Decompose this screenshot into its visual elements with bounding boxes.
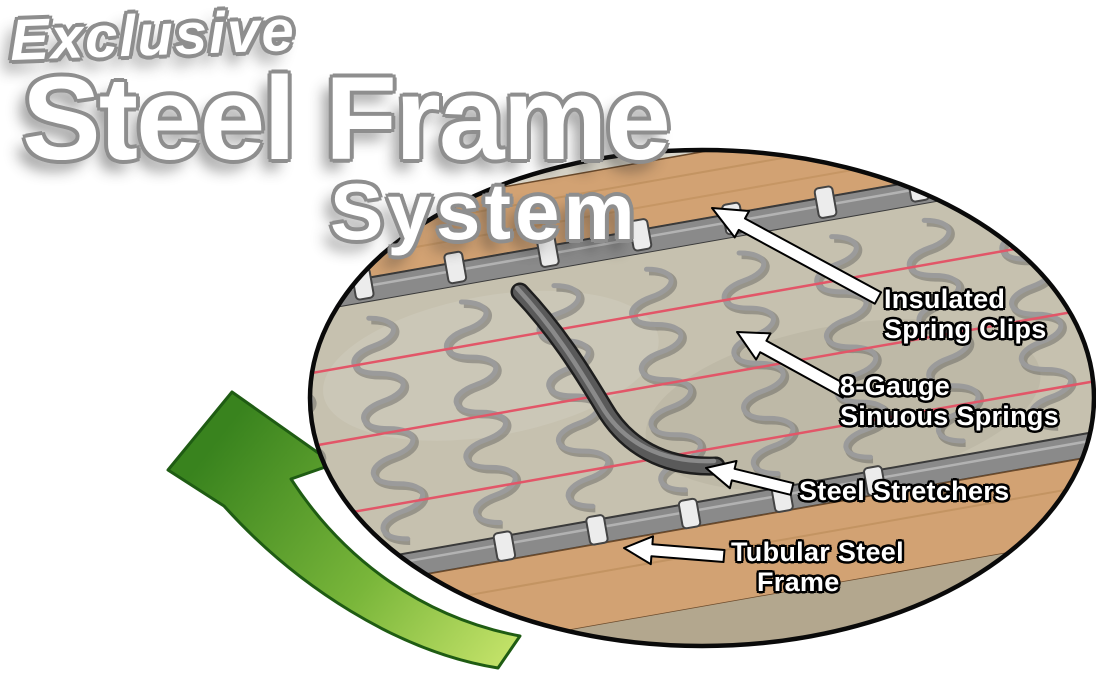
spring-clip <box>259 284 282 317</box>
arrow-to-tubular-frame <box>623 535 726 566</box>
label-insulated-spring-clips: Insulated Spring Clips <box>884 284 1047 344</box>
spring-clip <box>677 497 702 530</box>
spring-clip <box>813 185 838 219</box>
arrow-to-steel-stretcher <box>705 460 795 496</box>
wood-grain-line <box>310 150 1094 285</box>
illustration-ellipse-outline <box>307 147 1096 649</box>
label-line: Spring Clips <box>884 314 1047 344</box>
spring-clip <box>443 250 468 285</box>
arrow-to-sinuous-springs <box>736 331 851 399</box>
spring-clip <box>998 152 1023 187</box>
wood-grain-line <box>310 150 1094 309</box>
label-steel-stretchers: Steel Stretchers <box>799 476 1009 506</box>
label-8-gauge-sinuous-springs: 8-Gauge Sinuous Springs <box>840 371 1059 431</box>
steel-stretcher <box>510 282 726 476</box>
label-line: 8-Gauge <box>840 371 951 401</box>
callout-arrows <box>623 207 883 566</box>
spring-clip <box>863 465 887 497</box>
label-line: Insulated <box>884 284 1006 314</box>
label-line: Steel Stretchers <box>799 476 1010 506</box>
spring-clip <box>536 234 560 268</box>
label-line: Tubular Steel <box>731 537 904 567</box>
title-steel-frame: Steel Frame <box>22 53 671 185</box>
label-line: Frame <box>757 567 840 597</box>
spring-clip <box>628 218 653 252</box>
spring-clip <box>585 514 609 546</box>
green-swoosh-arrow <box>166 390 522 670</box>
spring-clip <box>492 530 517 562</box>
arrow-to-spring-clip <box>711 207 883 305</box>
title-system: System <box>330 167 639 256</box>
label-line: Sinuous Springs <box>840 401 1060 431</box>
label-tubular-steel-frame: Tubular Steel Frame <box>731 537 904 597</box>
